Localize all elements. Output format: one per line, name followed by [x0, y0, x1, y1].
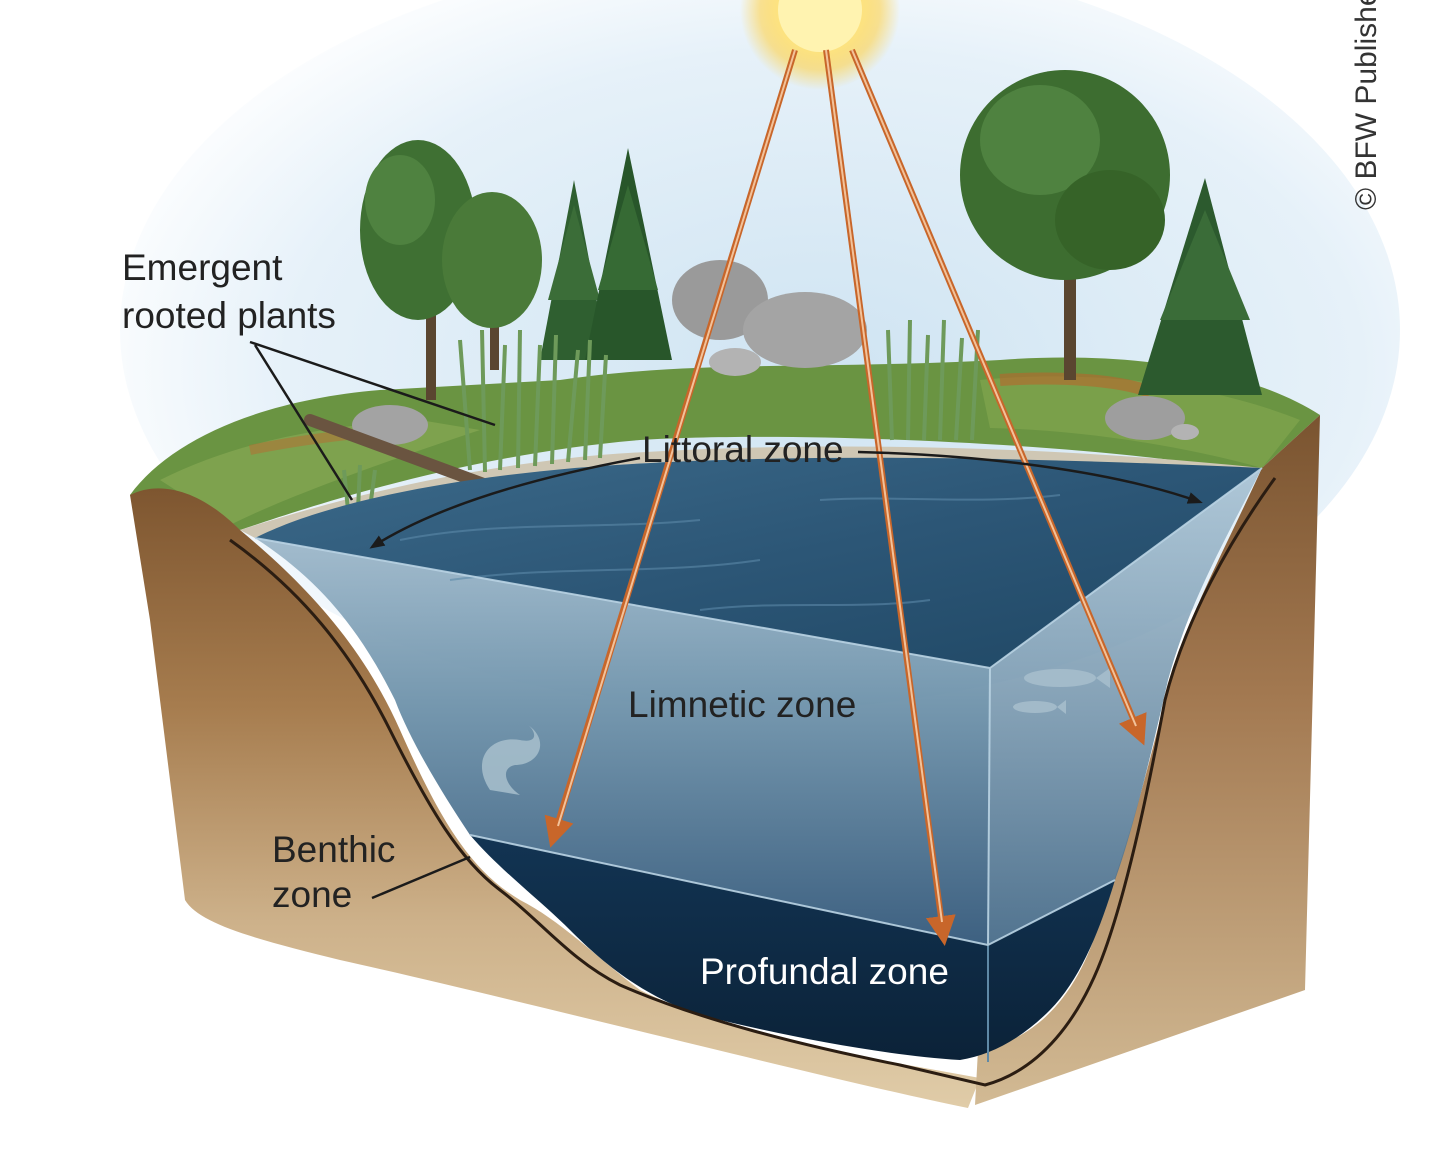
label-profundal-zone: Profundal zone — [700, 951, 949, 992]
labels: Emergent rooted plants Littoral zone Lim… — [122, 247, 949, 992]
benthic-boundary-line — [229, 477, 1277, 1087]
rocks — [352, 260, 1199, 445]
label-benthic-line2: zone — [272, 874, 352, 915]
sun-ray-highlights — [557, 49, 1137, 923]
trees — [360, 70, 1262, 400]
label-emergent-line2: rooted plants — [122, 295, 336, 336]
label-littoral-zone: Littoral zone — [642, 429, 844, 470]
profundal-zone-region — [470, 835, 1115, 1062]
copyright-credit: © BFW Publishe — [1350, 0, 1383, 210]
label-emergent-line1: Emergent — [122, 247, 283, 288]
fallen-log — [304, 414, 506, 496]
water-surface — [255, 457, 1262, 668]
reeds — [342, 319, 980, 511]
label-limnetic-zone: Limnetic zone — [628, 684, 856, 725]
fish-icons — [481, 668, 1110, 795]
leader-lines — [249, 340, 1203, 900]
left-soil-face — [130, 488, 980, 1108]
water-front-face — [255, 538, 990, 945]
right-soil-face — [975, 415, 1320, 1105]
label-benthic-line1: Benthic — [272, 829, 395, 870]
